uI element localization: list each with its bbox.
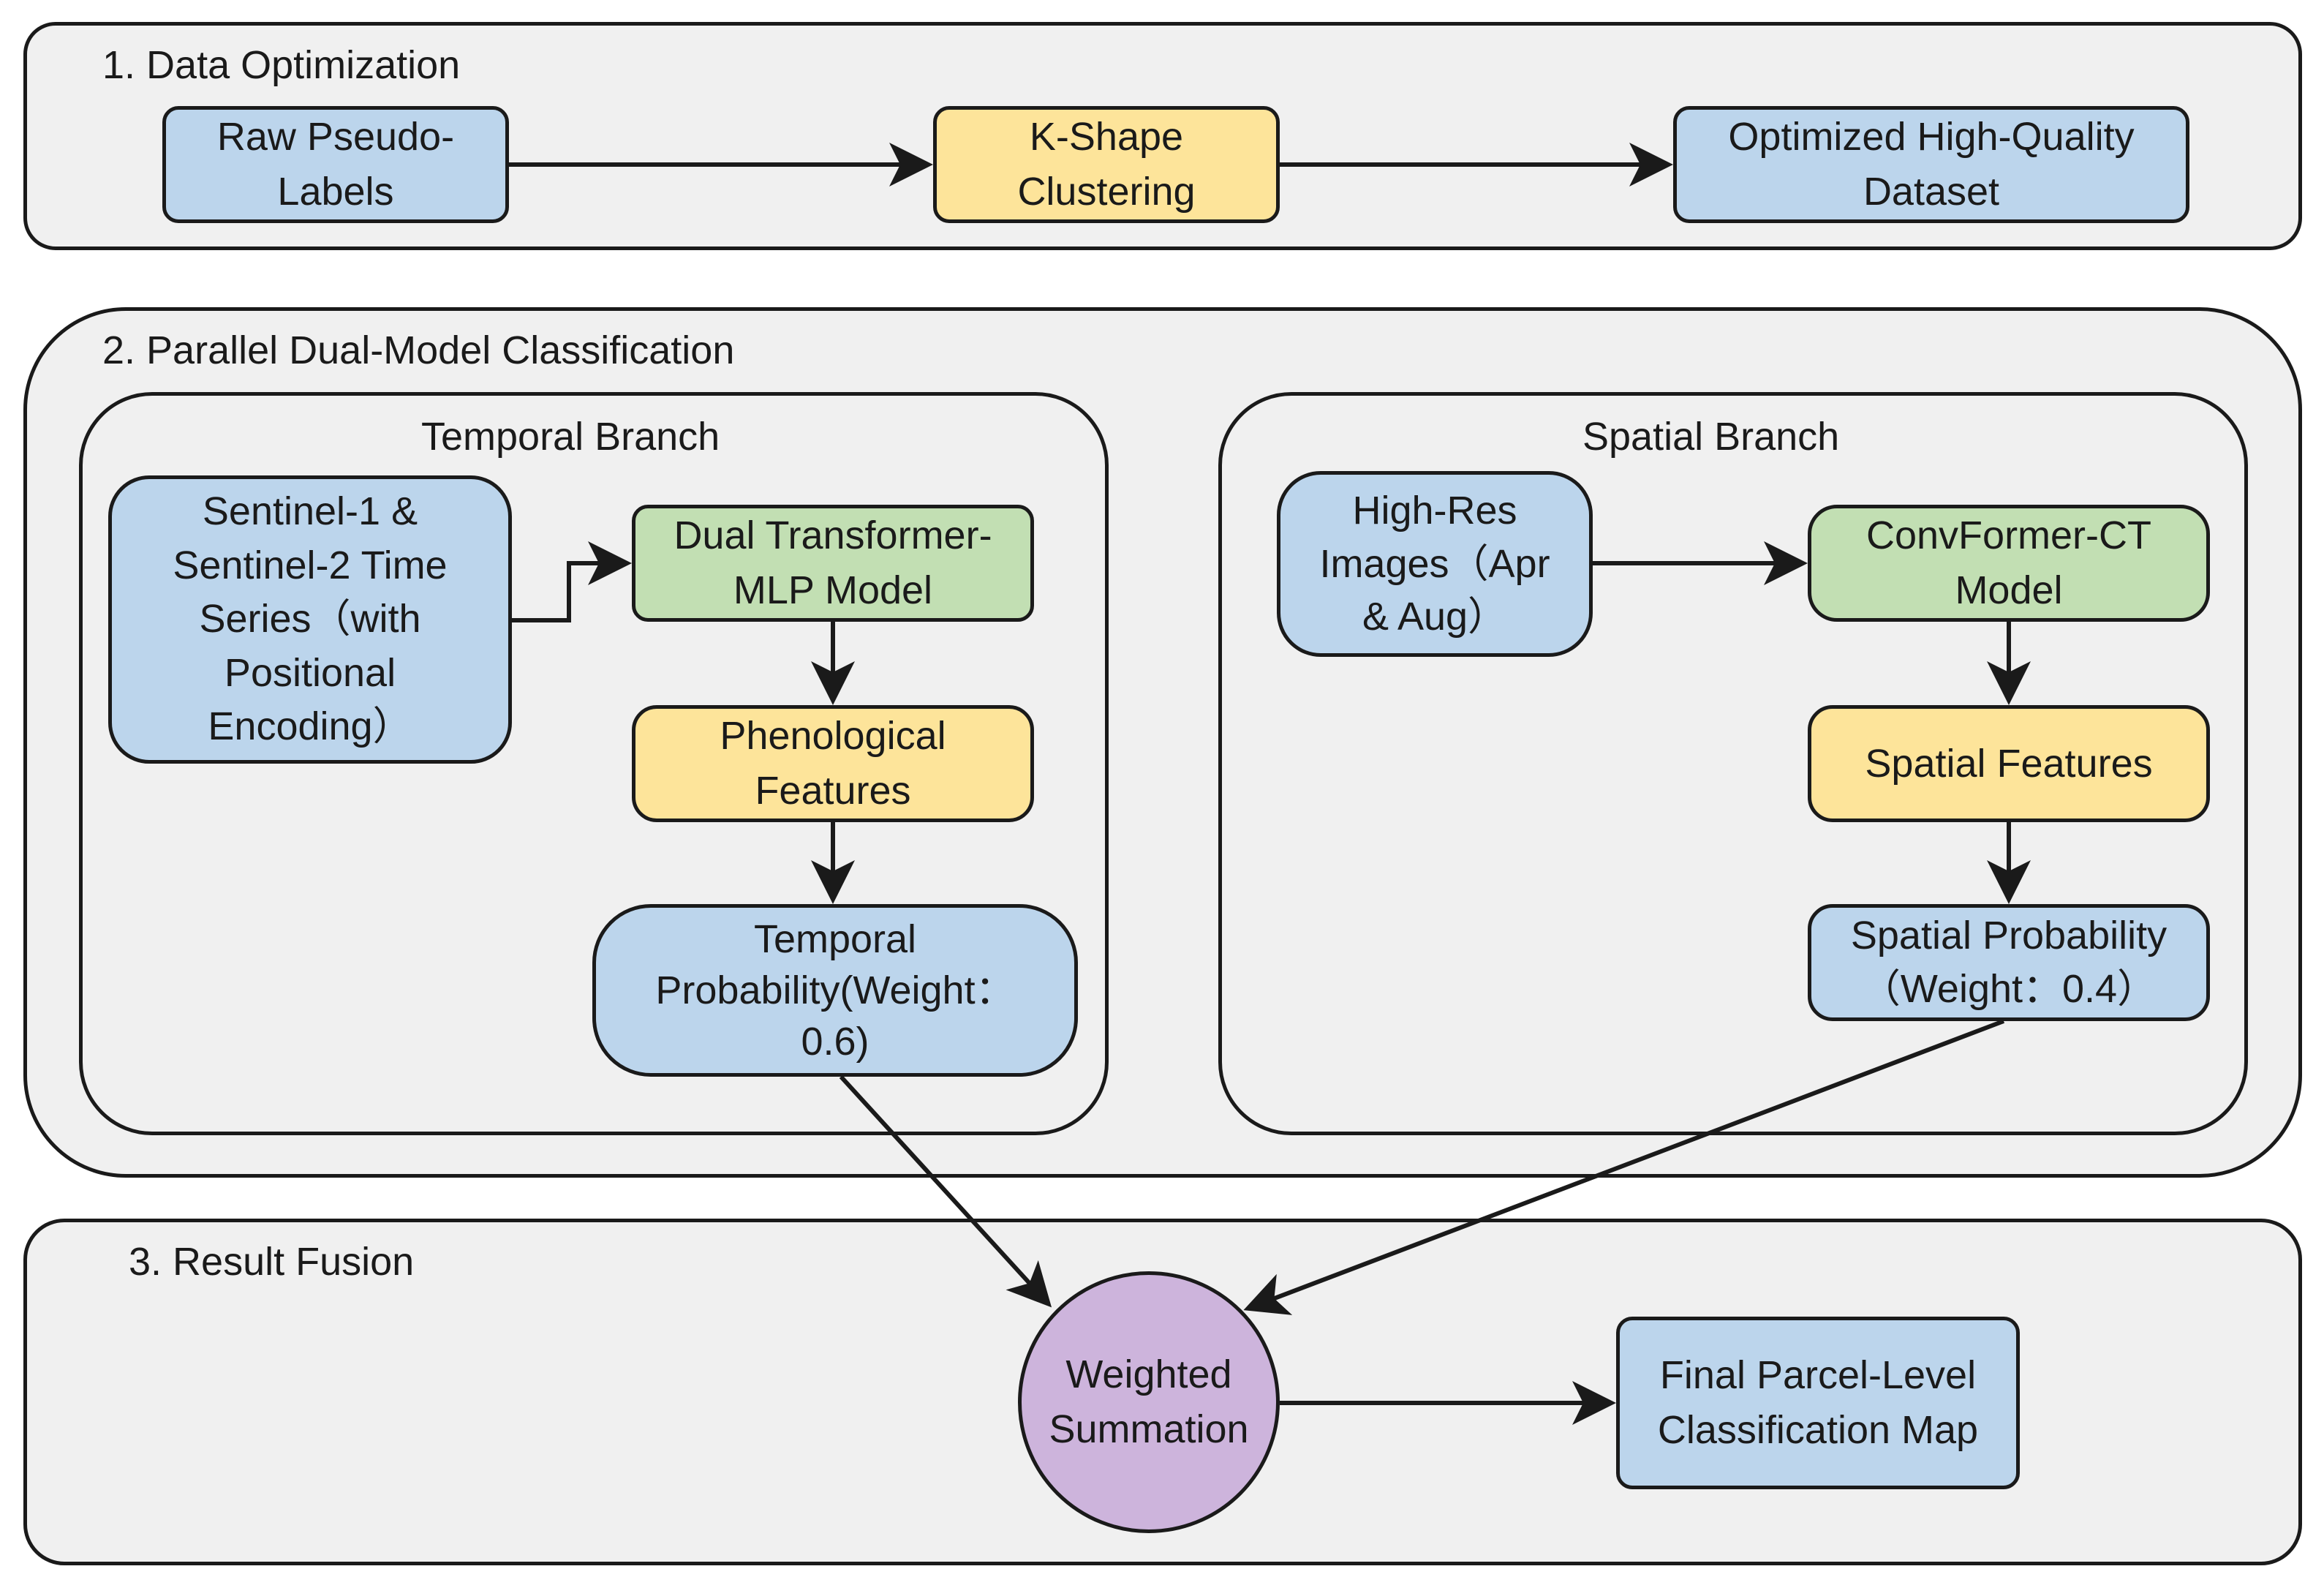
- node-sentinel-time-series-label: Sentinel-1 & Sentinel-2 Time Series（with…: [173, 489, 448, 749]
- section-title-data-optimization: 1. Data Optimization: [102, 43, 461, 87]
- node-weighted-summation-label: Weighted Summation: [1049, 1352, 1249, 1451]
- temporal-branch-title: Temporal Branch: [421, 415, 720, 459]
- node-temporal-probability-label: Temporal Probability(Weight： 0.6): [655, 917, 1015, 1064]
- node-kshape-clustering: K-Shape Clustering: [933, 106, 1280, 223]
- node-dual-transformer-mlp-label: Dual Transformer- MLP Model: [674, 513, 992, 612]
- node-high-res-images-label: High-Res Images（Apr & Aug）: [1319, 489, 1550, 639]
- node-kshape-clustering-label: K-Shape Clustering: [1017, 115, 1196, 214]
- node-final-classification-map: Final Parcel-Level Classification Map: [1616, 1317, 2020, 1489]
- node-dual-transformer-mlp: Dual Transformer- MLP Model: [632, 505, 1034, 622]
- section-title-parallel-classification: 2. Parallel Dual-Model Classification: [102, 328, 735, 372]
- temporal-branch-frame: [79, 392, 1109, 1135]
- node-temporal-probability: Temporal Probability(Weight： 0.6): [592, 904, 1078, 1077]
- node-raw-pseudo-labels: Raw Pseudo- Labels: [162, 106, 509, 223]
- spatial-branch-title: Spatial Branch: [1582, 415, 1840, 459]
- node-spatial-features: Spatial Features: [1808, 705, 2210, 822]
- node-phenological-features: Phenological Features: [632, 705, 1034, 822]
- node-spatial-probability-label: Spatial Probability （Weight：0.4）: [1850, 913, 2168, 1011]
- node-spatial-probability: Spatial Probability （Weight：0.4）: [1808, 904, 2210, 1021]
- node-sentinel-time-series: Sentinel-1 & Sentinel-2 Time Series（with…: [108, 475, 512, 764]
- node-weighted-summation: Weighted Summation: [1018, 1271, 1280, 1533]
- node-optimized-dataset: Optimized High-Quality Dataset: [1673, 106, 2189, 223]
- node-final-classification-map-label: Final Parcel-Level Classification Map: [1657, 1353, 1979, 1452]
- node-convformer-ct-label: ConvFormer-CT Model: [1865, 513, 2152, 612]
- node-high-res-images: High-Res Images（Apr & Aug）: [1277, 471, 1593, 657]
- node-phenological-features-label: Phenological Features: [720, 714, 946, 813]
- node-convformer-ct: ConvFormer-CT Model: [1808, 505, 2210, 622]
- section-title-result-fusion: 3. Result Fusion: [129, 1240, 415, 1284]
- node-optimized-dataset-label: Optimized High-Quality Dataset: [1728, 115, 2135, 214]
- node-spatial-features-label: Spatial Features: [1865, 741, 2153, 786]
- node-raw-pseudo-labels-label: Raw Pseudo- Labels: [216, 115, 455, 214]
